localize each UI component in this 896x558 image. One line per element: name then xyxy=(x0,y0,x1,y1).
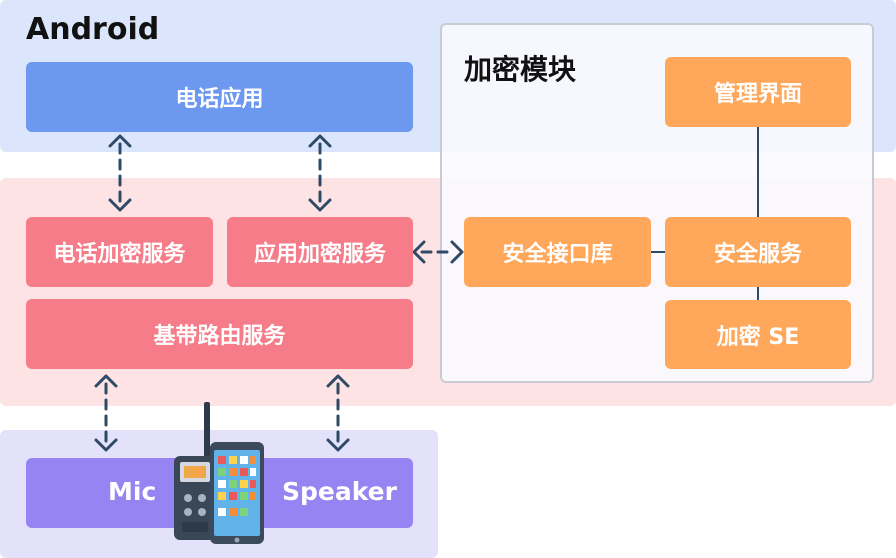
arrowhead xyxy=(308,198,332,212)
management-interface-box: 管理界面 xyxy=(665,57,851,127)
security-interface-library-box: 安全接口库 xyxy=(464,217,651,287)
devices-illustration xyxy=(174,402,264,544)
smartphone-icon xyxy=(210,442,264,544)
encryption-se-box: 加密 SE xyxy=(665,300,851,369)
arrowhead xyxy=(108,134,132,148)
arrowhead xyxy=(108,198,132,212)
mic-label: Mic xyxy=(108,477,157,506)
baseband-routing-service-box: 基带路由服务 xyxy=(26,299,413,369)
phone-encryption-service-box: 电话加密服务 xyxy=(26,217,213,287)
arrowhead xyxy=(94,438,118,452)
security-service-box: 安全服务 xyxy=(665,217,851,287)
speaker-label: Speaker xyxy=(282,477,397,506)
arrowhead xyxy=(326,374,350,388)
arrowhead xyxy=(450,240,464,264)
encryption-module-title: 加密模块 xyxy=(464,53,577,86)
walkie-talkie-icon xyxy=(174,402,216,540)
arrowhead xyxy=(308,134,332,148)
android-label: Android xyxy=(26,12,160,47)
app-encryption-service-box: 应用加密服务 xyxy=(227,217,413,287)
arrowhead xyxy=(94,374,118,388)
arrowhead xyxy=(412,240,426,264)
phone-app-box: 电话应用 xyxy=(26,62,413,132)
arrowhead xyxy=(326,438,350,452)
